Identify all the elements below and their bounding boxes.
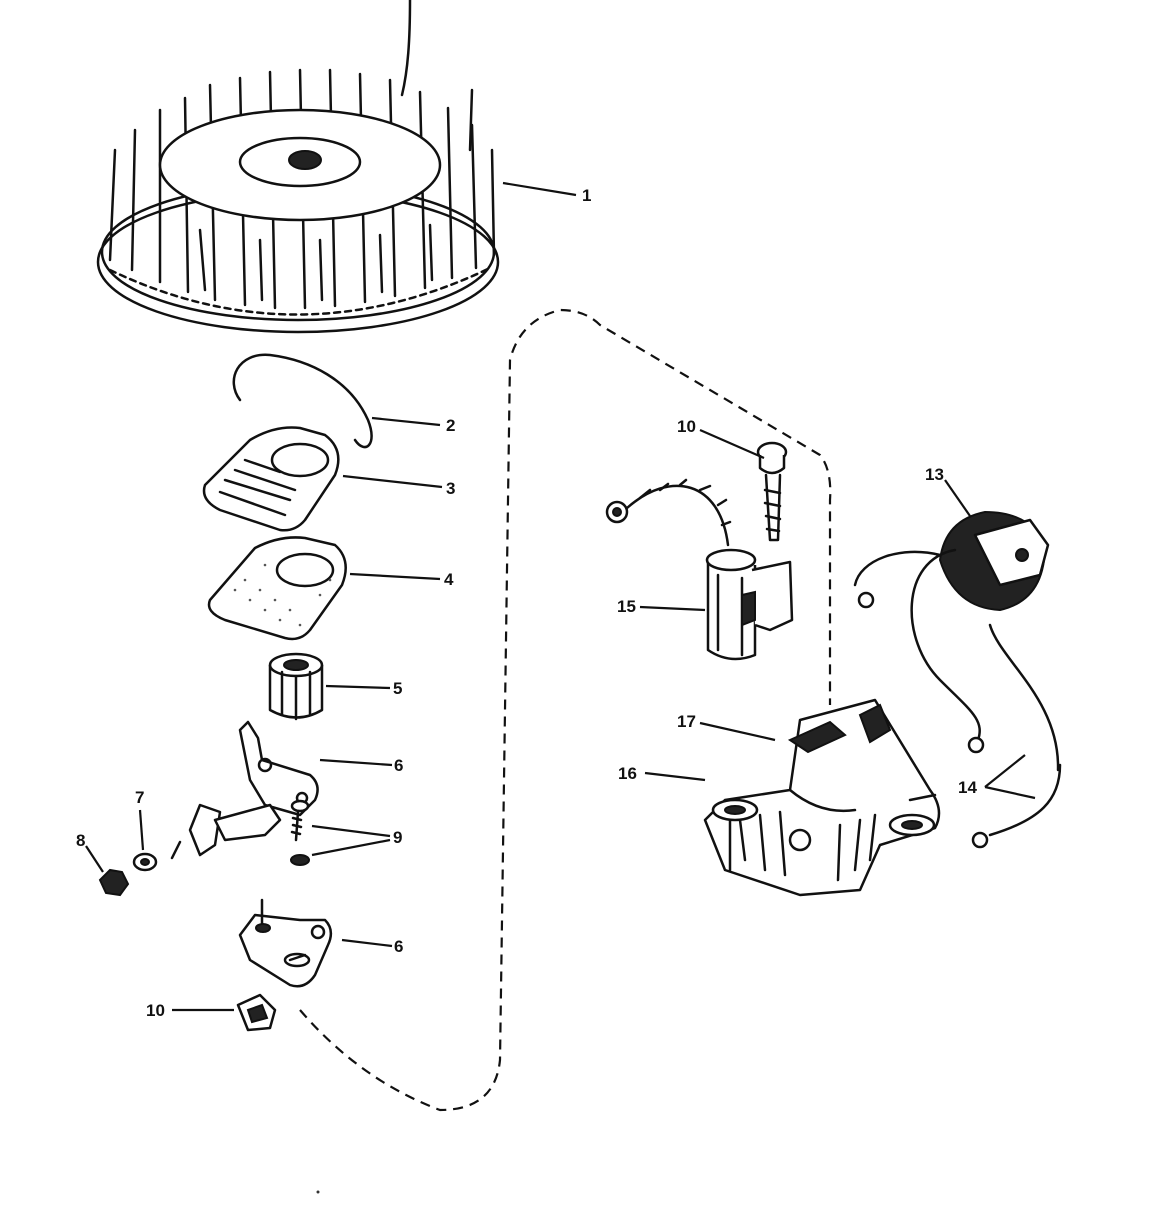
washer: [132, 852, 158, 872]
callout-15: 15: [617, 597, 636, 616]
callout-10-lower: 10: [146, 1001, 165, 1020]
callout-4: 4: [444, 570, 454, 589]
callout-3: 3: [446, 479, 455, 498]
breaker-box: [703, 698, 941, 897]
gasket: [207, 536, 347, 641]
callout-labels: 1 2 3 4 5 6 9 6 7 8 10 10 13 15 17 16 14: [76, 186, 977, 1020]
nut: [98, 868, 130, 897]
ground-lead: [971, 623, 1062, 849]
callout-9: 9: [393, 828, 402, 847]
callout-7: 7: [135, 788, 144, 807]
screw: [756, 441, 788, 542]
breaker-plate: [238, 898, 333, 988]
felt-wick: [236, 993, 277, 1032]
callout-6-lower: 6: [394, 937, 403, 956]
breaker-arm: [170, 720, 319, 860]
callout-10-upper: 10: [677, 417, 696, 436]
cam-bushing: [268, 652, 324, 721]
ignition-coil: [853, 510, 1050, 754]
callout-2: 2: [446, 416, 455, 435]
speck: [316, 1190, 320, 1194]
condenser: [605, 478, 794, 661]
screw-and-lockwasher: [290, 799, 310, 866]
leader-lines: [85, 181, 1036, 1012]
callout-8: 8: [76, 831, 85, 850]
callout-5: 5: [393, 679, 402, 698]
dashed-boundary: [299, 308, 832, 1112]
callout-16: 16: [618, 764, 637, 783]
flywheel: [96, 0, 500, 334]
callout-17: 17: [677, 712, 696, 731]
cover-plate: [202, 426, 340, 532]
callout-14: 14: [958, 778, 977, 797]
callout-6-upper: 6: [394, 756, 403, 775]
spring-clip: [232, 353, 373, 449]
callout-13: 13: [925, 465, 944, 484]
callout-1: 1: [582, 186, 591, 205]
